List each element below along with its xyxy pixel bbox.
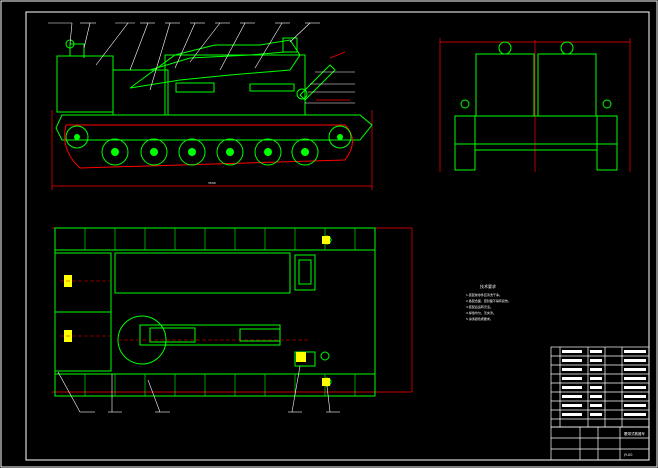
hydraulic-cylinder <box>175 82 215 93</box>
parts-list-entries <box>562 350 646 416</box>
boom-plan-inner <box>149 327 196 343</box>
top-view <box>52 227 413 413</box>
right-tank-cap <box>560 41 574 55</box>
notes-line: 1.装配前零件应清洗干净。 <box>466 292 502 297</box>
hull <box>55 114 373 141</box>
wheel-hub <box>150 148 158 156</box>
road-wheel <box>140 138 168 166</box>
side-view-dimensions <box>51 51 373 190</box>
boom-tip <box>282 37 298 53</box>
end-hull <box>454 115 618 145</box>
left-tank <box>475 53 535 117</box>
title-block: 履带式救援车 JY-00 <box>550 346 650 461</box>
wheel-hub <box>226 148 234 156</box>
side-view: 3500 <box>48 22 373 190</box>
top-hatch-inner <box>298 259 312 285</box>
road-wheel <box>178 138 206 166</box>
drawing-number: JY-00 <box>623 453 632 457</box>
boom-plan-rod <box>239 328 281 342</box>
right-tank <box>537 53 597 117</box>
overall-length-label: 3500 <box>208 181 216 185</box>
nozzle-plan-joint <box>320 351 330 361</box>
boom-arm <box>129 39 301 89</box>
intake-pipe <box>69 43 85 58</box>
filler-cap <box>322 378 330 386</box>
part-callouts-right <box>305 71 355 104</box>
road-wheel <box>101 138 129 166</box>
hydraulic-cylinder-rod <box>249 83 295 92</box>
wheel-hubs <box>74 134 343 156</box>
left-mirror <box>460 99 470 109</box>
left-track <box>454 115 476 171</box>
nozzle-joint <box>296 88 308 100</box>
title-block-frame <box>550 426 650 461</box>
road-wheel <box>291 138 319 166</box>
wheel-hub <box>111 148 119 156</box>
wheel-hub <box>264 148 272 156</box>
right-mirror <box>602 99 612 109</box>
drive-sprocket <box>65 125 89 149</box>
part-callouts-top <box>48 22 320 91</box>
notes-line: 5.涂漆颜色按要求。 <box>466 316 493 321</box>
notes-heading: 技术要求 <box>480 283 496 289</box>
notes-line: 4.焊缝均匀，无夹渣。 <box>466 310 496 315</box>
intake-cap <box>65 39 75 49</box>
right-track <box>596 115 618 171</box>
road-wheel <box>216 138 244 166</box>
wheel-hub <box>188 148 196 156</box>
track-outline <box>64 124 353 169</box>
boom-inner <box>149 51 286 71</box>
wheel-hub <box>301 148 309 156</box>
road-wheels <box>65 125 352 166</box>
idler-wheel <box>328 125 352 149</box>
centerlines <box>60 280 310 341</box>
upper-body <box>112 69 169 116</box>
road-wheel <box>254 138 282 166</box>
left-tank-cap <box>498 41 512 55</box>
wheel-hub <box>337 134 343 140</box>
filler-cap <box>322 236 330 244</box>
notes-line: 3.装配后运转灵活。 <box>466 304 493 309</box>
end-view <box>439 38 631 172</box>
drawing-title: 履带式救援车 <box>624 431 645 436</box>
filler-cap <box>296 352 306 362</box>
wheel-hub <box>74 134 80 140</box>
fuel-tank <box>56 55 114 113</box>
cab-body <box>164 54 306 116</box>
notes-line: 2.各配合面、密封面不得有损伤。 <box>466 298 511 303</box>
technical-notes: 技术要求 1.装配前零件应清洗干净。 2.各配合面、密封面不得有损伤。 3.装配… <box>466 283 511 321</box>
top-cab <box>114 252 291 294</box>
part-callouts-bottom <box>57 365 340 413</box>
top-hatch <box>294 254 316 291</box>
